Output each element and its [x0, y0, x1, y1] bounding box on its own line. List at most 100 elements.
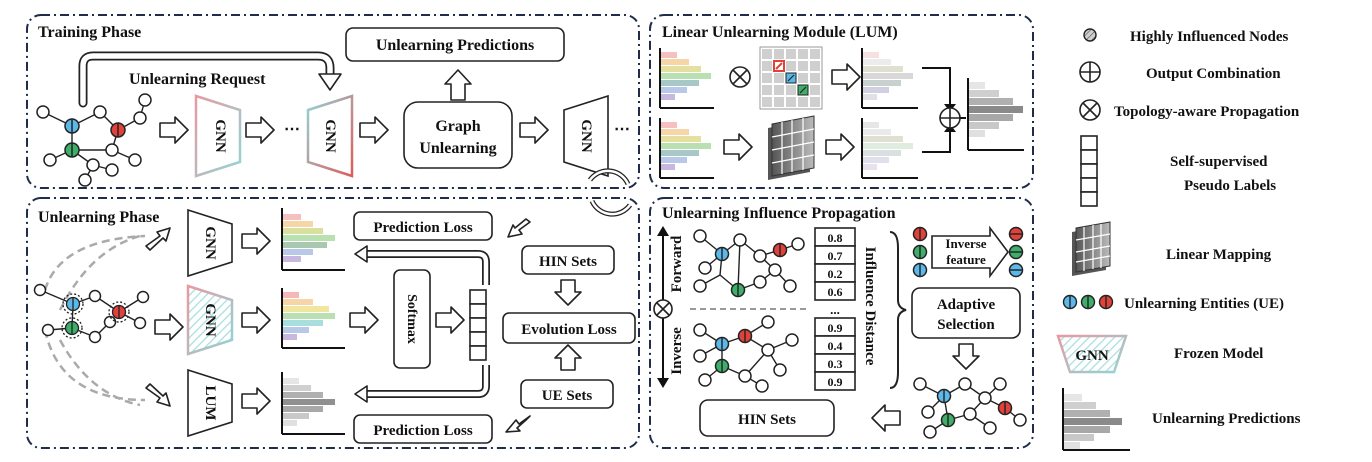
arrow-right-icon [825, 133, 855, 161]
svg-text:GNN: GNN [322, 119, 338, 153]
arrow-right-icon [831, 63, 861, 91]
svg-text:Unlearning Predictions: Unlearning Predictions [376, 37, 534, 54]
ue-sets-box [520, 379, 614, 409]
svg-text:UE Sets: UE Sets [542, 388, 593, 404]
svg-text:Graph: Graph [435, 118, 480, 135]
svg-text:Prediction Loss: Prediction Loss [373, 220, 472, 236]
arrow-down-icon [554, 279, 582, 306]
unlearning-lum [187, 368, 233, 438]
svg-text:0.2: 0.2 [828, 267, 843, 281]
svg-text:0.3: 0.3 [828, 357, 843, 371]
svg-text:HIN Sets: HIN Sets [738, 412, 796, 428]
lum-input-histogram-bottom [659, 118, 714, 179]
arrow-up-right-icon [145, 227, 171, 251]
arrow-right-icon [241, 306, 271, 334]
influence-distance-label: Influence Distance [862, 247, 878, 366]
legend: Highly Influenced Nodes Output Combinati… [1056, 28, 1301, 451]
prediction-histogram-middle [281, 288, 345, 349]
arrow-right-icon [154, 313, 184, 341]
arrow-down-icon [952, 343, 980, 370]
training-phase-panel [26, 14, 640, 189]
svg-text:Output Combination: Output Combination [1146, 66, 1281, 82]
arrow-down-right-icon [145, 383, 171, 407]
inverse-graph [693, 315, 799, 393]
arrow-right-icon [241, 387, 271, 415]
prediction-loss-bottom-box [353, 414, 493, 444]
forward-graph [693, 229, 805, 298]
unlearning-request-label: Unlearning Request [129, 71, 266, 88]
prediction-loss-top-box [353, 211, 493, 241]
graph-unlearning-box [403, 101, 513, 169]
svg-text:LUM: LUM [202, 386, 218, 421]
svg-text:Frozen Model: Frozen Model [1174, 346, 1263, 362]
topology-propagation-icon [653, 299, 673, 319]
propagation-hin-sets-box [699, 399, 835, 437]
gnn-model-1 [194, 94, 242, 178]
svg-text:Unlearning Entities (UE): Unlearning Entities (UE) [1124, 296, 1284, 312]
lum-panel [649, 14, 1034, 189]
unlearning-gnn-top [187, 208, 233, 278]
ue-input-icons [912, 226, 928, 278]
svg-text:Pseudo Labels: Pseudo Labels [1184, 178, 1276, 194]
svg-text:Evolution Loss: Evolution Loss [521, 322, 617, 338]
svg-text:Prediction Loss: Prediction Loss [373, 423, 472, 439]
lum-output-histogram [967, 78, 1024, 151]
gnn-model-3 [563, 94, 609, 178]
dashed-routing-arrows [43, 234, 146, 407]
linear-mapping-icon [1072, 221, 1111, 276]
ue-output-icons [1008, 226, 1024, 278]
svg-text:⋯: ⋯ [284, 121, 300, 138]
lum-title: Linear Unlearning Module (LUM) [662, 24, 898, 41]
legend-item-unlearning-predictions: Unlearning Predictions [1062, 388, 1301, 451]
brace [889, 231, 907, 389]
adjacency-matrix [759, 46, 823, 110]
svg-text:Linear Mapping: Linear Mapping [1166, 247, 1272, 263]
legend-item-output-combination: Output Combination [1079, 61, 1281, 83]
propagation-title: Unlearning Influence Propagation [662, 205, 896, 222]
topology-propagation-icon [1079, 99, 1101, 121]
gnn-model-2 [306, 94, 354, 178]
svg-text:0.6: 0.6 [828, 285, 843, 299]
pseudo-labels-icon [1080, 135, 1098, 207]
prediction-histogram-top [281, 208, 345, 271]
legend-item-frozen-model: GNN Frozen Model [1056, 334, 1263, 374]
output-combination-icon [1079, 61, 1101, 83]
legend-item-pseudo-labels: Self-supervised Pseudo Labels [1080, 135, 1276, 207]
arrow-up-icon [444, 69, 472, 101]
lum-input-histogram-top [659, 48, 714, 109]
prediction-histogram-bottom [281, 372, 345, 435]
linear-mapping-matrix [768, 115, 815, 180]
influence-cell [814, 371, 856, 391]
adaptive-selection-box [911, 287, 1021, 339]
svg-text:Unlearning: Unlearning [419, 140, 496, 157]
svg-text:GNN: GNN [202, 226, 218, 260]
hin-sets-box [521, 245, 615, 275]
svg-text:Unlearning Predictions: Unlearning Predictions [1152, 411, 1301, 427]
output-combination-icon [939, 107, 961, 129]
arrow-right-icon [241, 227, 271, 255]
unlearning-phase-panel [26, 197, 640, 449]
lum-propagated-histogram [861, 48, 918, 109]
lum-mapped-histogram [861, 118, 918, 179]
highly-influenced-node-icon [1083, 28, 1097, 42]
arrow-right-icon [519, 116, 549, 144]
arrow-right-icon [723, 133, 753, 161]
svg-text:GNN: GNN [202, 303, 218, 337]
unlearning-predictions-icon [1062, 388, 1130, 451]
legend-item-linear-mapping: Linear Mapping [1072, 221, 1272, 276]
unlearning-gnn-frozen [186, 284, 234, 356]
arrow-right-icon [159, 116, 189, 144]
softmax-box [393, 269, 431, 369]
topology-propagation-icon [729, 66, 751, 88]
svg-text:feature: feature [946, 252, 986, 267]
arrow-left-icon [871, 404, 901, 432]
svg-text:Selection: Selection [937, 317, 995, 333]
svg-text:Self-supervised: Self-supervised [1170, 154, 1268, 170]
svg-text:GNN: GNN [212, 119, 228, 153]
frozen-model-icon [1056, 334, 1128, 374]
training-input-graph [36, 93, 152, 187]
arrow-up-left-icon [507, 218, 531, 238]
selected-graph [913, 377, 1027, 439]
arrow-right-icon [359, 116, 389, 144]
